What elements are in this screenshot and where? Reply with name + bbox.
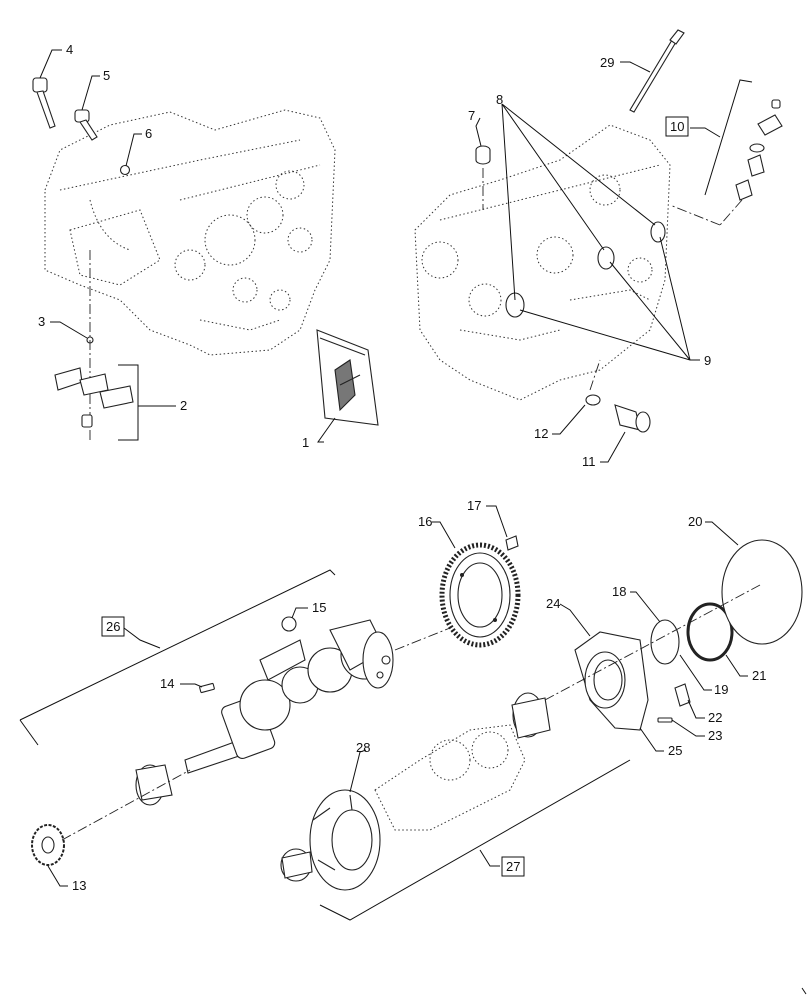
callout-1: 1 — [302, 435, 309, 450]
cam-bushing-8c — [650, 221, 666, 243]
cap-screw-5 — [74, 109, 98, 141]
seal-ring-21 — [686, 602, 734, 662]
callout-23: 23 — [708, 728, 722, 743]
callout-10-box — [665, 116, 689, 137]
thrust-bearing-25 — [511, 692, 551, 739]
dipstick-29 — [629, 29, 685, 113]
rear-seal-housing-24 — [574, 631, 649, 731]
main-bearing-front — [135, 764, 173, 806]
callout-2: 2 — [180, 398, 187, 413]
corner-mark — [801, 987, 807, 995]
callout-24: 24 — [546, 596, 560, 611]
o-ring-6 — [119, 164, 131, 176]
callout-22: 22 — [708, 710, 722, 725]
cam-bushing-8b — [597, 246, 615, 270]
o-ring-12 — [585, 394, 601, 406]
main-bearing-rear — [280, 848, 313, 882]
callout-6: 6 — [145, 126, 152, 141]
engine-block-front — [414, 124, 671, 401]
callout-9: 9 — [704, 353, 711, 368]
callout-14: 14 — [160, 676, 174, 691]
plug-15 — [281, 616, 297, 632]
callout-28: 28 — [356, 740, 370, 755]
leader-lines — [39, 49, 748, 887]
callout-10: 10 — [670, 119, 684, 134]
sealant-pouch-1 — [316, 329, 379, 426]
valve-kit-10 — [735, 99, 783, 201]
callout-labels: 4 5 6 3 2 1 7 8 9 10 29 11 12 13 14 15 1… — [38, 42, 766, 893]
pin-23 — [657, 717, 673, 723]
bushing-7 — [475, 145, 491, 165]
callout-26-box — [101, 616, 125, 637]
callout-17: 17 — [467, 498, 481, 513]
callout-20: 20 — [688, 514, 702, 529]
callout-21: 21 — [752, 668, 766, 683]
callout-15: 15 — [312, 600, 326, 615]
key-14 — [199, 682, 215, 694]
crankshaft-26 — [184, 619, 394, 774]
stud-22 — [674, 683, 691, 707]
callout-27-box — [501, 856, 525, 877]
callout-8: 8 — [496, 92, 503, 107]
crankshaft-outline-27 — [374, 724, 526, 831]
callout-26: 26 — [106, 619, 120, 634]
bearing-cap-kit-2 — [54, 367, 134, 428]
callout-29: 29 — [600, 55, 614, 70]
callout-13: 13 — [72, 878, 86, 893]
callout-19: 19 — [714, 682, 728, 697]
plug-11 — [614, 404, 651, 433]
callout-7: 7 — [468, 108, 475, 123]
callout-3: 3 — [38, 314, 45, 329]
callout-11: 11 — [582, 454, 596, 469]
crank-gear-13 — [31, 824, 65, 866]
seal-18 — [650, 619, 680, 665]
callout-18: 18 — [612, 584, 626, 599]
callout-25: 25 — [668, 743, 682, 758]
callout-4: 4 — [66, 42, 73, 57]
callout-27: 27 — [506, 859, 520, 874]
bearing-seal-28 — [309, 789, 381, 891]
callout-5: 5 — [103, 68, 110, 83]
callout-16: 16 — [418, 514, 432, 529]
cap-screw-4 — [32, 77, 56, 129]
engine-block-rear — [44, 109, 336, 356]
callout-12: 12 — [534, 426, 548, 441]
flywheel-ring-gear-16 — [439, 542, 521, 648]
bolt-17 — [505, 535, 519, 551]
o-ring-20 — [721, 539, 803, 645]
